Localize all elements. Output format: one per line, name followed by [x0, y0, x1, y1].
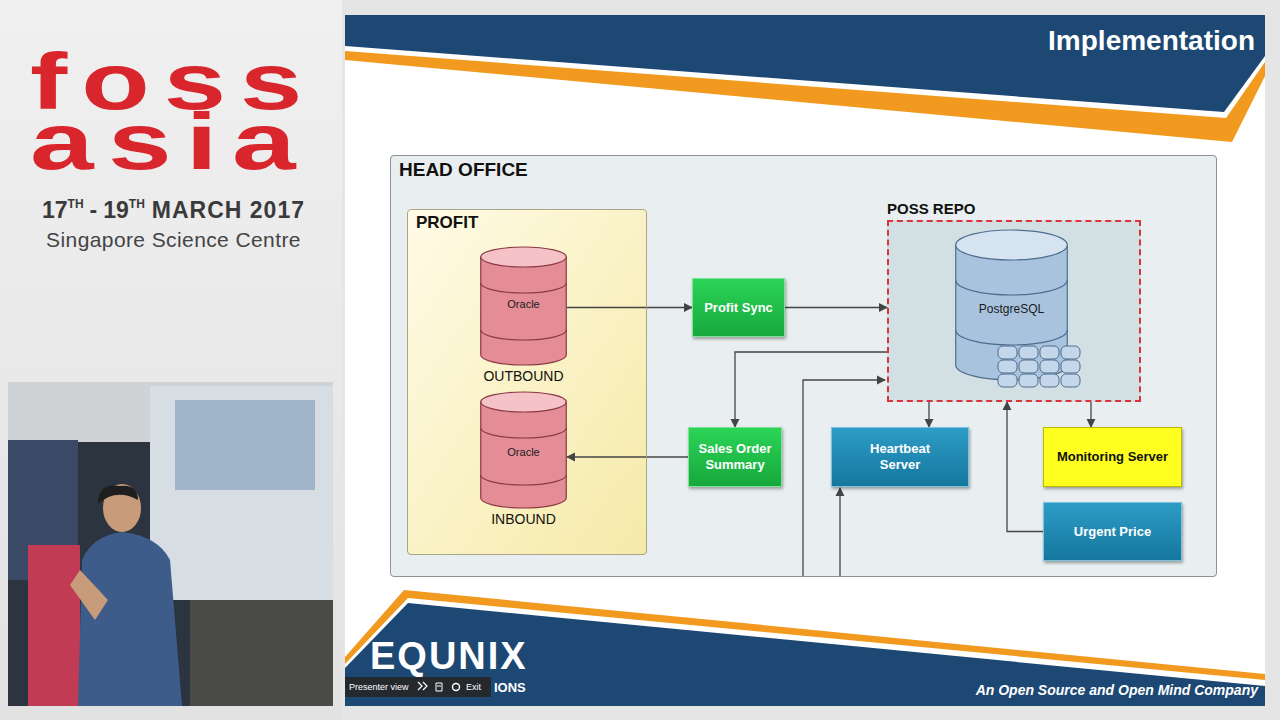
- date-text: MARCH 2017: [152, 197, 305, 223]
- cylinder-band: [481, 475, 567, 485]
- storage-drum: [998, 346, 1017, 359]
- presenter-toolbar: [345, 677, 491, 697]
- region-title: PROFIT: [408, 210, 486, 236]
- box-label: Sales Order Summary: [695, 441, 775, 473]
- database-caption: OUTBOUND: [460, 365, 587, 384]
- connector-arrow: [1007, 402, 1043, 532]
- database-caption: INBOUND: [460, 508, 587, 527]
- toolbar-label: Exit: [466, 681, 481, 693]
- date-text: 17: [42, 197, 68, 223]
- date-line: 17TH-19THMARCH 2017: [35, 197, 312, 223]
- region-title: POSS REPO: [887, 200, 975, 218]
- box-label: Heartbeat Server: [855, 441, 945, 473]
- connector-arrow: [785, 307, 887, 308]
- bottom-banner: [345, 603, 1265, 706]
- cylinder-band: [956, 280, 1068, 295]
- cylinder-body: [481, 257, 567, 365]
- connector-arrow: [928, 402, 929, 427]
- system-region: PROFITOracleOUTBOUNDOracleINBOUND: [407, 209, 647, 555]
- connector-arrow: [1090, 402, 1091, 427]
- cylinder-top: [481, 392, 567, 412]
- region-fill: [407, 209, 647, 555]
- cylinder-label: Oracle: [480, 247, 567, 365]
- date-suffix: TH: [129, 197, 145, 211]
- cylinder-band: [481, 330, 567, 340]
- region-fill: [390, 155, 1217, 577]
- storage-drum: [1061, 374, 1080, 387]
- server-box: Heartbeat Server: [831, 427, 969, 487]
- cylinder-band: [481, 428, 567, 438]
- cylinder-band: [481, 283, 567, 293]
- storage-drum: [998, 374, 1017, 387]
- cylinder-top: [956, 230, 1068, 260]
- company-slogan: An Open Source and Open Mind Company: [976, 682, 1258, 699]
- connector-arrow: [567, 456, 688, 457]
- storage-drum: [998, 360, 1017, 373]
- storage-drum: [1019, 374, 1038, 387]
- label-holder: Singapore Science Centre: [35, 228, 312, 252]
- venue-text: Singapore Science Centre: [35, 228, 312, 252]
- process-box: Sales Order Summary: [688, 427, 782, 487]
- process-box: Profit Sync: [692, 278, 785, 337]
- date-text: 19: [103, 197, 129, 223]
- cylinder-label: PostgreSQL: [955, 230, 1068, 380]
- date-suffix: TH: [68, 197, 84, 211]
- cylinder-top: [481, 247, 567, 267]
- database-cylinder: OracleOUTBOUND: [480, 247, 567, 387]
- region-title: HEAD OFFICE: [391, 156, 536, 184]
- top-stripe: [345, 51, 1265, 142]
- label-holder: Exit: [466, 681, 481, 693]
- repository-region: POSS REPOPostgreSQL: [887, 220, 1141, 402]
- title-holder: Implementation: [1048, 25, 1255, 57]
- label-holder: Presenter view: [349, 681, 409, 693]
- box-label: Profit Sync: [704, 300, 773, 316]
- storage-drum: [1040, 346, 1059, 359]
- company-logo: EQUNIX: [370, 636, 528, 676]
- label-holder: EQUNIX: [370, 636, 528, 676]
- label-holder: IONS: [494, 680, 526, 695]
- repo-fill: [887, 220, 1141, 402]
- date-text: -: [90, 197, 98, 223]
- storage-drum: [1061, 346, 1080, 359]
- company-logo: IONS: [494, 680, 526, 695]
- region-box: HEAD OFFICEPROFITOracleOUTBOUNDOracleINB…: [390, 155, 1217, 577]
- toolbar-label: Presenter view: [349, 681, 409, 693]
- storage-drum: [1040, 374, 1059, 387]
- database-cylinder: PostgreSQL: [955, 230, 1068, 380]
- process-box: Urgent Price: [1043, 502, 1182, 561]
- connector-arrow: [567, 307, 692, 308]
- bottom-stripe: [345, 590, 1265, 680]
- label-holder: asia: [30, 102, 226, 182]
- cylinder-band: [956, 330, 1068, 345]
- region-title-holder: POSS REPO: [887, 200, 975, 218]
- server-box: Monitoring Server: [1043, 427, 1182, 487]
- storage-drum: [1019, 360, 1038, 373]
- incoming-line: [839, 488, 840, 577]
- speaker-video: [8, 382, 333, 706]
- box-label: Monitoring Server: [1057, 449, 1168, 465]
- database-cylinder: OracleINBOUND: [480, 392, 567, 530]
- storage-drum: [1040, 360, 1059, 373]
- logo-text: asia: [30, 102, 310, 182]
- slide-sheet: [345, 15, 1265, 706]
- cylinder-label: Oracle: [480, 392, 567, 508]
- slide-title: Implementation: [1048, 25, 1255, 57]
- side-panel: [0, 0, 342, 720]
- label-holder: An Open Source and Open Mind Company: [976, 682, 1258, 699]
- storage-drum: [1019, 346, 1038, 359]
- connector-arrow: [735, 352, 887, 427]
- storage-drum: [1061, 360, 1080, 373]
- box-label: Urgent Price: [1074, 524, 1151, 540]
